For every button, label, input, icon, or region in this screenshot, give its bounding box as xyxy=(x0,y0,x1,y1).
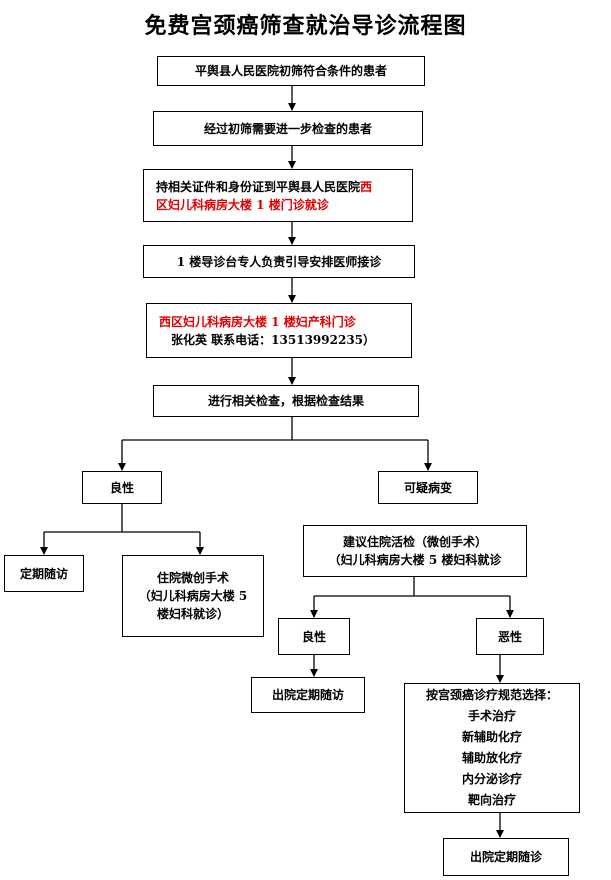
malignant-discharge-followup: 出院定期随诊 xyxy=(443,838,569,876)
treatment-item: 新辅助化疗 xyxy=(461,730,522,744)
step-label: 1 楼导诊台专人负责引导安排医师接诊 xyxy=(176,254,382,269)
step-label-line2: 张化英 联系电话：13513992235） xyxy=(171,332,376,347)
benign-surgery: 住院微创手术 （妇儿科病房大楼 5 楼妇科就诊） xyxy=(122,555,264,637)
treatment-item: 内分泌诊疗 xyxy=(461,772,522,786)
page-title: 免费宫颈癌筛查就治导诊流程图 xyxy=(144,13,467,39)
step-label: 良性 xyxy=(109,480,134,495)
step-label-line1: 住院微创手术 xyxy=(156,571,229,585)
step-label-line3: 楼妇科就诊） xyxy=(156,607,229,621)
step-label: 进行相关检查，根据检查结果 xyxy=(207,394,364,408)
malignant-treatment: 按宫颈癌诊疗规范选择： 手术治疗 新辅助化疗 辅助放化疗 内分泌诊疗 靶向治疗 xyxy=(404,683,580,813)
benign-followup: 定期随访 xyxy=(4,555,84,592)
treatment-item: 辅助放化疗 xyxy=(461,751,522,765)
step-label: 经过初筛需要进一步检查的患者 xyxy=(203,121,372,136)
step-related-exam: 进行相关检查，根据检查结果 xyxy=(153,385,419,417)
step-label: 恶性 xyxy=(497,629,522,644)
step-further-exam: 经过初筛需要进一步检查的患者 xyxy=(153,111,423,146)
result-benign: 良性 xyxy=(82,471,162,504)
step-label-line1: 持相关证件和身份证到平舆县人民医院西 xyxy=(156,179,373,194)
step-label: 可疑病变 xyxy=(403,480,452,495)
step-label: 良性 xyxy=(301,629,326,644)
step-label: 定期随访 xyxy=(19,566,68,581)
biopsy-malignant: 恶性 xyxy=(476,618,544,655)
step-label-line1: 西区妇儿科病房大楼 1 楼妇产科门诊 xyxy=(159,314,356,329)
step-label: 平舆县人民医院初筛符合条件的患者 xyxy=(194,64,387,78)
result-suspect: 可疑病变 xyxy=(378,471,478,504)
step-label: 出院定期随诊 xyxy=(469,850,542,864)
suspect-biopsy: 建议住院活检（微创手术） （妇儿科病房大楼 5 楼妇科就诊 xyxy=(303,525,527,577)
benign-discharge-followup: 出院定期随访 xyxy=(251,677,365,713)
treatment-title: 按宫颈癌诊疗规范选择： xyxy=(425,688,558,702)
step-bring-documents: 持相关证件和身份证到平舆县人民医院西 区妇儿科病房大楼 1 楼门诊就诊 xyxy=(143,169,413,222)
step-label-line2: （妇儿科病房大楼 5 xyxy=(138,589,248,603)
step-initial-screening: 平舆县人民医院初筛符合条件的患者 xyxy=(157,56,425,86)
step-label-line1: 建议住院活检（微创手术） xyxy=(342,535,487,549)
biopsy-benign: 良性 xyxy=(278,618,350,655)
step-label: 出院定期随访 xyxy=(271,688,344,702)
step-label-line2: （妇儿科病房大楼 5 楼妇科就诊 xyxy=(328,553,502,567)
treatment-item: 靶向治疗 xyxy=(467,793,516,807)
step-label-line2: 区妇儿科病房大楼 1 楼门诊就诊 xyxy=(156,197,329,212)
treatment-item: 手术治疗 xyxy=(467,709,516,723)
step-guide-desk: 1 楼导诊台专人负责引导安排医师接诊 xyxy=(143,245,415,278)
step-gynecology-clinic: 西区妇儿科病房大楼 1 楼妇产科门诊 张化英 联系电话：13513992235） xyxy=(146,303,412,358)
